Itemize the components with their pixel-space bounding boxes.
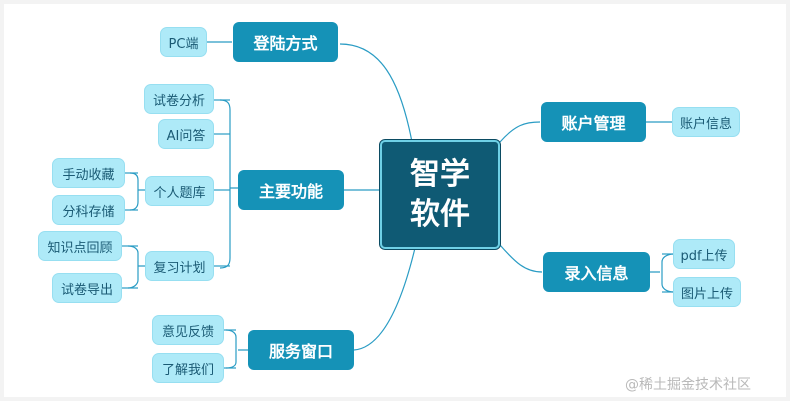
link-central-service	[353, 247, 416, 351]
leaf-review-plan[interactable]: 复习计划	[145, 251, 214, 281]
bracket-service	[225, 329, 248, 369]
bracket-review	[127, 245, 145, 289]
leaf-manual-collect[interactable]: 手动收藏	[52, 158, 125, 188]
branch-input[interactable]: 录入信息	[543, 252, 650, 292]
leaf-ai-qa[interactable]: AI问答	[158, 119, 214, 149]
leaf-subject-store[interactable]: 分科存储	[52, 195, 125, 225]
leaf-personal-bank[interactable]: 个人题库	[145, 176, 214, 206]
central-line-2: 软件	[410, 196, 470, 232]
bracket-input	[650, 253, 675, 293]
branch-account[interactable]: 账户管理	[541, 102, 646, 142]
leaf-image-upload[interactable]: 图片上传	[673, 277, 741, 307]
bracket-main	[219, 99, 238, 269]
branch-service[interactable]: 服务窗口	[248, 330, 354, 370]
leaf-account-info[interactable]: 账户信息	[672, 107, 740, 137]
central-node[interactable]: 智学 软件	[380, 140, 500, 249]
leaf-exam-export[interactable]: 试卷导出	[52, 273, 122, 303]
link-central-login	[339, 43, 413, 143]
leaf-exam-analysis[interactable]: 试卷分析	[144, 84, 214, 114]
leaf-pc[interactable]: PC端	[160, 27, 207, 57]
link-central-input	[499, 244, 543, 273]
link-central-account	[499, 121, 541, 143]
leaf-knowledge-review[interactable]: 知识点回顾	[38, 231, 122, 261]
branch-login[interactable]: 登陆方式	[233, 22, 338, 62]
bracket-bank	[129, 172, 145, 211]
leaf-pdf-upload[interactable]: pdf上传	[673, 239, 735, 269]
watermark-text: @稀土掘金技术社区	[625, 377, 751, 393]
central-line-1: 智学	[410, 156, 470, 192]
leaf-feedback[interactable]: 意见反馈	[152, 315, 224, 345]
leaf-about-us[interactable]: 了解我们	[152, 353, 224, 383]
branch-main-functions[interactable]: 主要功能	[238, 170, 344, 210]
